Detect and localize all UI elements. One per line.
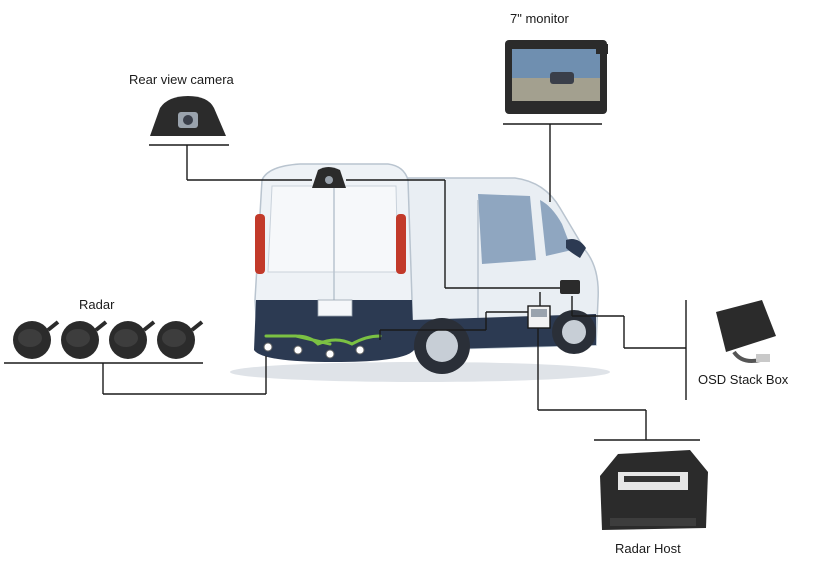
radar-label: Radar [79,297,115,312]
radar-sensor-icon [109,320,156,359]
camera-label: Rear view camera [129,72,234,87]
van-camera-icon [312,167,346,188]
wiring [4,123,700,441]
radar-sensor-icon [61,320,108,359]
monitor-label: 7" monitor [510,11,569,26]
radar-sensors [13,320,204,359]
osd-module-on-van [560,280,580,294]
osd-box-icon [716,300,776,363]
radar-sensor-icon [13,320,60,359]
radar-sensor-icon [157,320,204,359]
van-illustration [230,163,610,382]
control-module [527,305,551,329]
rear-camera-icon [150,96,226,136]
host-label: Radar Host [615,541,681,556]
sensor-cable [263,334,382,359]
radar-host-icon [600,450,708,530]
osd-label: OSD Stack Box [698,372,789,387]
monitor-icon [505,40,608,114]
